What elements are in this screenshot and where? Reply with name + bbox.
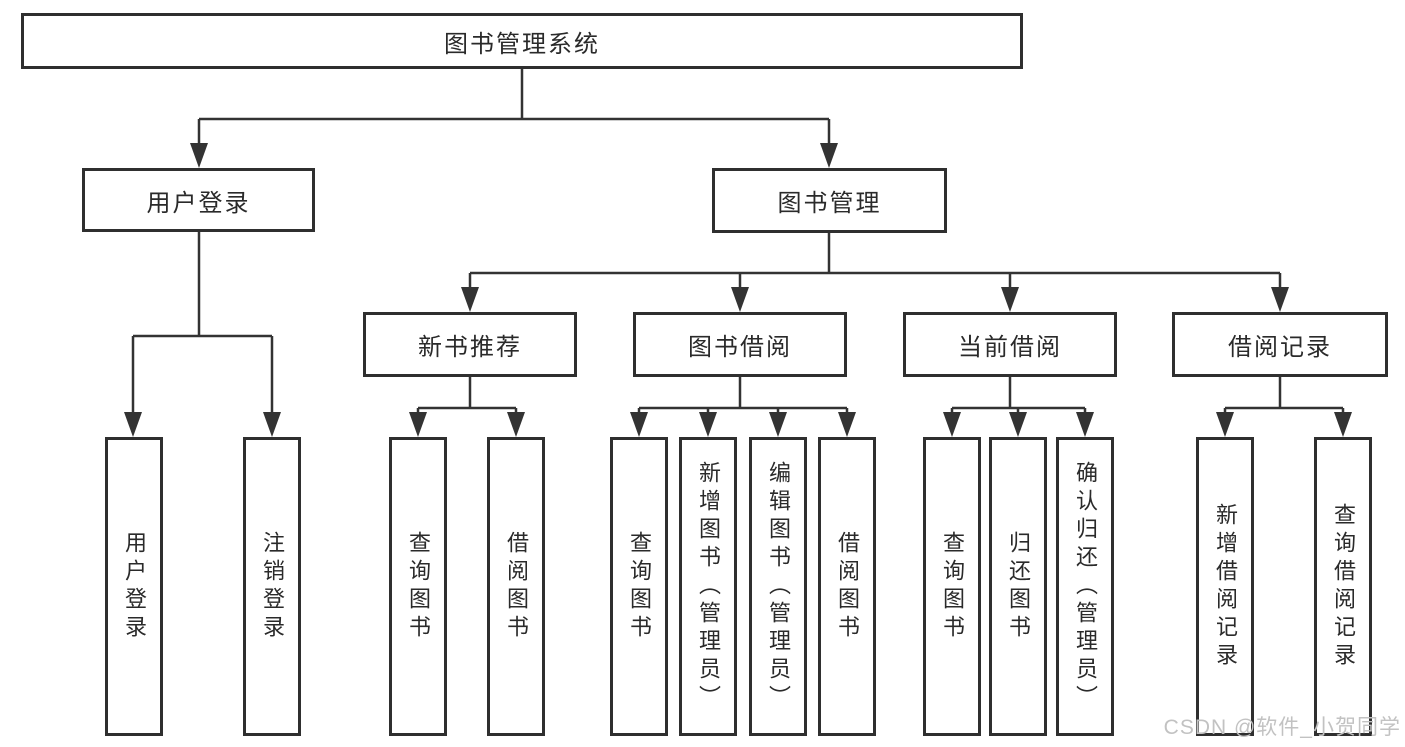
connector-book-management-split bbox=[468, 233, 1282, 294]
leaf-label: 编辑图书（管理员） bbox=[766, 460, 791, 713]
node-label: 用户登录 bbox=[146, 189, 251, 217]
leaf-borrow-books-recommend: 借阅图书 bbox=[487, 437, 545, 736]
connector-new-book-split bbox=[416, 377, 518, 419]
leaf-label: 借阅图书 bbox=[835, 530, 860, 643]
node-label: 借阅记录 bbox=[1228, 334, 1332, 361]
leaf-label: 查询借阅记录 bbox=[1331, 502, 1356, 671]
node-label: 当前借阅 bbox=[958, 334, 1062, 361]
arrowheads bbox=[124, 143, 1352, 437]
leaf-return-books: 归还图书 bbox=[989, 437, 1047, 736]
leaf-label: 新增图书（管理员） bbox=[696, 460, 721, 713]
leaf-confirm-return-admin: 确认归还（管理员） bbox=[1056, 437, 1114, 736]
node-new-book-recommend: 新书推荐 bbox=[363, 312, 577, 377]
leaf-label: 新增借阅记录 bbox=[1213, 502, 1238, 671]
leaf-label: 查询图书 bbox=[940, 530, 965, 643]
node-label: 图书借阅 bbox=[688, 334, 792, 361]
leaf-query-books-current: 查询图书 bbox=[923, 437, 981, 736]
leaf-add-book-admin: 新增图书（管理员） bbox=[679, 437, 737, 736]
leaf-query-borrow-record: 查询借阅记录 bbox=[1314, 437, 1372, 736]
node-book-management: 图书管理 bbox=[712, 168, 947, 233]
connector-borrow-record-split bbox=[1223, 377, 1345, 419]
connector-book-borrow-split bbox=[637, 377, 849, 419]
leaf-label: 查询图书 bbox=[406, 530, 431, 643]
leaf-label: 确认归还（管理员） bbox=[1073, 460, 1098, 713]
node-label: 新书推荐 bbox=[418, 334, 522, 361]
node-label: 图书管理系统 bbox=[444, 30, 600, 58]
leaf-label: 注销登录 bbox=[260, 530, 285, 643]
leaf-label: 归还图书 bbox=[1006, 530, 1031, 643]
leaf-label: 借阅图书 bbox=[504, 530, 529, 643]
leaf-query-books-recommend: 查询图书 bbox=[389, 437, 447, 736]
leaf-add-borrow-record: 新增借阅记录 bbox=[1196, 437, 1254, 736]
node-borrow-record: 借阅记录 bbox=[1172, 312, 1388, 377]
leaf-user-login: 用户登录 bbox=[105, 437, 163, 736]
node-book-borrow: 图书借阅 bbox=[633, 312, 847, 377]
leaf-label: 查询图书 bbox=[627, 530, 652, 643]
leaf-edit-book-admin: 编辑图书（管理员） bbox=[749, 437, 807, 736]
node-current-borrow: 当前借阅 bbox=[903, 312, 1117, 377]
node-label: 图书管理 bbox=[777, 190, 882, 217]
node-root-library-system: 图书管理系统 bbox=[21, 13, 1023, 69]
leaf-borrow-books: 借阅图书 bbox=[818, 437, 876, 736]
connector-root-split bbox=[197, 69, 831, 150]
node-user-login: 用户登录 bbox=[82, 168, 315, 232]
leaf-logout: 注销登录 bbox=[243, 437, 301, 736]
connector-user-login-split bbox=[131, 232, 274, 419]
leaf-query-books-borrow: 查询图书 bbox=[610, 437, 668, 736]
leaf-label: 用户登录 bbox=[122, 530, 147, 643]
